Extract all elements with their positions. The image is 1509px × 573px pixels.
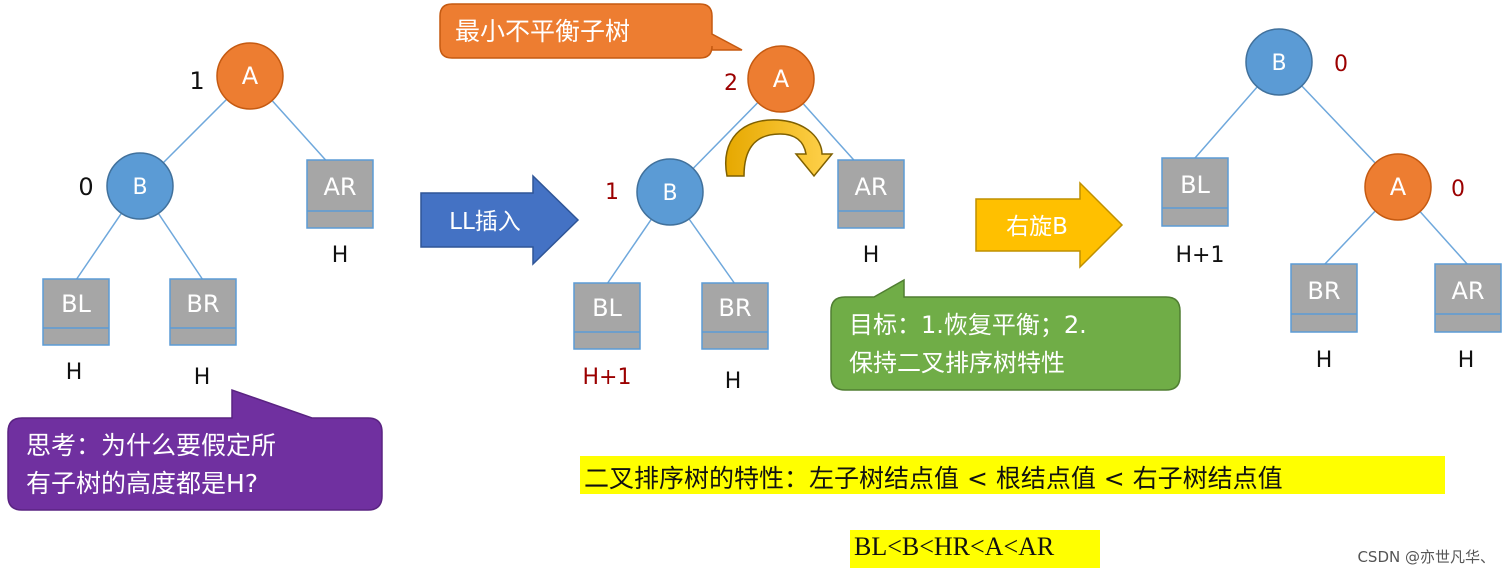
subtree-br-label: BR [186,290,219,318]
node-a [216,42,284,110]
tree-1: A 1 B 0 AR H BL H BR H [42,42,374,390]
node-b [106,152,174,220]
think-line-1: 思考：为什么要假定所 [26,431,276,460]
height-br: H [725,369,742,394]
subtree-br: BR [1290,263,1358,333]
watermark: CSDN @亦世凡华、 [1357,548,1495,566]
balance-factor-b: 1 [605,180,619,205]
node-b-label: B [662,181,677,206]
subtree-ar: AR [1434,263,1502,333]
balance-factor-b: 0 [78,173,93,201]
node-a [747,45,815,113]
balance-factor-b: 0 [1334,52,1348,77]
node-a-label: A [773,65,790,93]
node-b-label: B [1271,51,1286,76]
subtree-br-label: BR [1307,277,1340,305]
node-a [1364,153,1432,221]
node-b [636,158,704,226]
think-line-2: 有子树的高度都是H? [26,469,258,498]
height-ar: H [863,243,880,268]
subtree-br: BR [701,282,769,350]
goal-line-1: 目标：1.恢复平衡；2. [849,311,1087,339]
order-note: BL<B<HR<A<AR [854,532,1055,561]
bst-property-highlight [580,456,1445,494]
balance-factor-a: 1 [189,67,204,95]
think-callout: 思考：为什么要假定所 有子树的高度都是H? [7,388,383,511]
min-unbalanced-label: 最小不平衡子树 [455,17,630,46]
min-unbalanced-callout: 最小不平衡子树 [439,3,743,59]
ll-insert-arrow: LL插入 [420,174,580,266]
balance-factor-a: 2 [724,71,738,96]
subtree-br: BR [169,278,237,346]
node-a-label: A [1390,173,1407,201]
subtree-br-label: BR [718,294,751,322]
height-br: H [194,365,211,390]
height-ar: H [1458,348,1475,373]
subtree-bl-label: BL [1180,171,1210,199]
subtree-bl: BL [1161,157,1229,227]
balance-factor-a: 0 [1451,177,1465,202]
subtree-ar-label: AR [854,173,887,201]
height-bl: H+1 [583,365,632,390]
subtree-ar: AR [306,159,374,229]
subtree-bl-label: BL [592,294,622,322]
height-bl: H [66,360,83,385]
subtree-ar-label: AR [1451,277,1484,305]
node-b-label: B [132,175,147,200]
subtree-ar-label: AR [323,173,356,201]
node-b [1245,28,1313,96]
rotation-arrow-icon [725,119,834,178]
bst-property-note: 二叉排序树的特性：左子树结点值 < 根结点值 < 右子树结点值 [584,464,1283,493]
subtree-ar: AR [837,159,905,229]
subtree-bl: BL [42,278,110,346]
rotate-arrow: 右旋B [975,181,1124,269]
height-ar: H [332,243,349,268]
tree-2: A 2 B 1 AR H BL H+1 BR H [573,45,905,394]
rotate-label: 右旋B [1006,214,1068,240]
node-a-label: A [242,62,259,90]
order-highlight [850,530,1100,568]
tree-3: B 0 A 0 BL H+1 BR H AR H [1161,28,1502,373]
goal-line-2: 保持二叉排序树特性 [849,349,1065,377]
height-br: H [1316,348,1333,373]
ll-insert-label: LL插入 [449,209,521,235]
height-bl: H+1 [1176,243,1225,268]
subtree-bl-label: BL [61,290,91,318]
subtree-bl: BL [573,282,641,350]
goal-callout: 目标：1.恢复平衡；2. 保持二叉排序树特性 [830,278,1181,391]
